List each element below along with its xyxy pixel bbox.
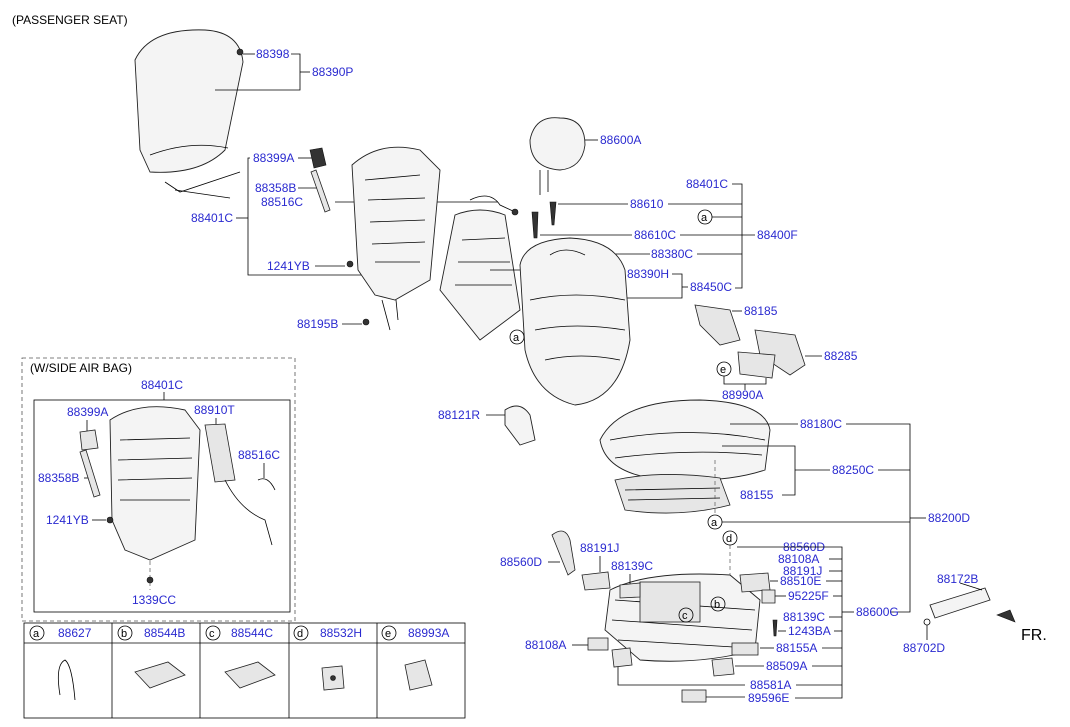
label-88401C-right[interactable]: 88401C — [686, 177, 728, 191]
side-airbag-frame-drawing — [79, 406, 276, 584]
label-88285[interactable]: 88285 — [824, 349, 858, 363]
label-88155A[interactable]: 88155A — [776, 641, 817, 655]
label-88610C[interactable]: 88610C — [634, 228, 676, 242]
label-88191J-left[interactable]: 88191J — [580, 541, 619, 555]
label-88510E[interactable]: 88510E — [780, 574, 821, 588]
label-88398[interactable]: 88398 — [256, 47, 290, 61]
legend-letter-c: c — [209, 628, 215, 640]
label-sab-88910T[interactable]: 88910T — [194, 403, 235, 417]
legend-part-88627[interactable]: 88627 — [58, 626, 92, 640]
front-arrow-icon — [996, 609, 1016, 623]
side-airbag-frame — [21, 357, 296, 622]
label-88560D-left[interactable]: 88560D — [500, 555, 542, 569]
label-88380C[interactable]: 88380C — [651, 247, 693, 261]
legend-letter-d: d — [297, 628, 303, 640]
label-88172B[interactable]: 88172B — [937, 572, 978, 586]
callout-a-back: a — [513, 332, 520, 344]
legend-cell-a: a 88627 — [29, 625, 92, 701]
callout-c-track: c — [682, 610, 688, 622]
label-88581A[interactable]: 88581A — [750, 678, 791, 692]
label-88401C-left[interactable]: 88401C — [191, 211, 233, 225]
label-88516C[interactable]: 88516C — [261, 195, 303, 209]
label-88390P[interactable]: 88390P — [312, 65, 353, 79]
label-88990A[interactable]: 88990A — [722, 388, 763, 402]
label-sab-1339CC[interactable]: 1339CC — [132, 593, 176, 607]
label-sab-1241YB[interactable]: 1241YB — [46, 513, 89, 527]
label-88600G[interactable]: 88600G — [856, 605, 899, 619]
label-sab-88399A[interactable]: 88399A — [67, 405, 108, 419]
back-pad-drawing — [439, 209, 521, 341]
label-88610[interactable]: 88610 — [630, 197, 664, 211]
seat-back-panel-drawing — [134, 29, 244, 199]
label-88191J-right[interactable]: 88191J — [783, 564, 822, 578]
legend-part-88544B[interactable]: 88544B — [144, 626, 185, 640]
label-88200D[interactable]: 88200D — [928, 511, 970, 525]
label-88600A[interactable]: 88600A — [600, 133, 641, 147]
label-88195B[interactable]: 88195B — [297, 317, 338, 331]
label-1241YB[interactable]: 1241YB — [267, 259, 310, 273]
label-88450C[interactable]: 88450C — [690, 280, 732, 294]
seat-back-cover-drawing — [519, 237, 631, 406]
label-95225F[interactable]: 95225F — [788, 589, 829, 603]
label-88155[interactable]: 88155 — [740, 488, 774, 502]
label-88121R[interactable]: 88121R — [438, 408, 480, 422]
callout-e-88990A: e — [720, 364, 726, 376]
callout-a-cushion: a — [711, 517, 718, 529]
label-88358B[interactable]: 88358B — [255, 181, 296, 195]
legend-table — [23, 622, 466, 719]
label-88390H[interactable]: 88390H — [627, 267, 669, 281]
legend-cell-c: c 88544C — [205, 625, 276, 689]
label-1243BA[interactable]: 1243BA — [788, 624, 831, 638]
legend-letter-e: e — [385, 628, 391, 640]
label-88400F[interactable]: 88400F — [757, 228, 798, 242]
label-88702D[interactable]: 88702D — [903, 641, 945, 655]
label-sab-88516C[interactable]: 88516C — [238, 448, 280, 462]
legend-letter-a: a — [33, 628, 40, 640]
label-88180C[interactable]: 88180C — [800, 417, 842, 431]
label-sab-88358B[interactable]: 88358B — [38, 471, 79, 485]
legend-cell-d: d 88532H — [293, 625, 362, 691]
headrest-drawing — [529, 117, 586, 195]
label-88185[interactable]: 88185 — [744, 304, 778, 318]
legend-cell-b: b 88544B — [117, 625, 186, 689]
seat-cushion-drawing — [599, 399, 771, 481]
side-airbag-heading: (W/SIDE AIR BAG) — [30, 361, 132, 375]
callout-d-track: d — [726, 533, 732, 545]
legend-part-88532H[interactable]: 88532H — [320, 626, 362, 640]
label-89596E[interactable]: 89596E — [748, 691, 789, 705]
label-88250C[interactable]: 88250C — [832, 463, 874, 477]
fr-label: FR. — [1021, 627, 1047, 644]
label-88509A[interactable]: 88509A — [766, 659, 807, 673]
legend-part-88544C[interactable]: 88544C — [231, 626, 273, 640]
legend-cell-e: e 88993A — [381, 625, 449, 691]
passenger-seat-heading: (PASSENGER SEAT) — [12, 13, 128, 27]
callout-a-top: a — [701, 212, 708, 224]
label-88108A-right[interactable]: 88108A — [778, 552, 819, 566]
seat-track-drawing — [604, 573, 761, 662]
side-airbag-inner-box — [33, 399, 291, 613]
label-88139C-left[interactable]: 88139C — [611, 559, 653, 573]
legend-letter-b: b — [121, 628, 127, 640]
label-sab-88401C[interactable]: 88401C — [141, 378, 183, 392]
seat-back-frame-drawing — [351, 146, 441, 331]
callout-b-track: b — [714, 599, 720, 611]
label-88399A[interactable]: 88399A — [253, 151, 294, 165]
legend-part-88993A[interactable]: 88993A — [408, 626, 449, 640]
label-88108A-left[interactable]: 88108A — [525, 638, 566, 652]
label-88139C-right[interactable]: 88139C — [783, 610, 825, 624]
